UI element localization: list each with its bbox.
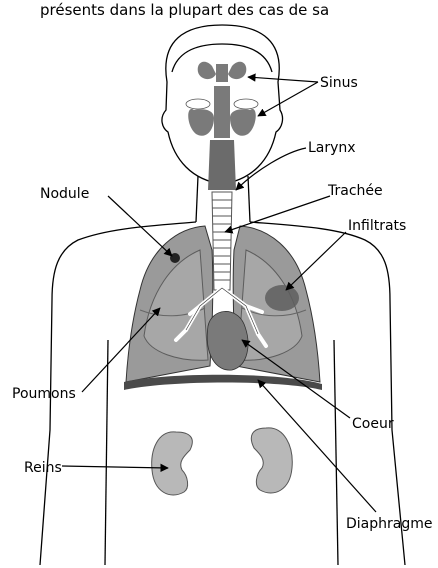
- caption-text: présents dans la plupart des cas de sa: [40, 1, 329, 19]
- label-larynx: Larynx: [308, 140, 356, 156]
- label-sinus: Sinus: [320, 75, 358, 91]
- label-nodule: Nodule: [40, 186, 89, 202]
- trachea-organ: [212, 192, 232, 290]
- label-trachee: Trachée: [327, 183, 383, 199]
- label-reins: Reins: [24, 460, 62, 476]
- kidneys: [152, 428, 293, 495]
- nodule-marker: [170, 253, 180, 263]
- label-poumons: Poumons: [12, 386, 76, 402]
- larynx-organ: [208, 140, 236, 190]
- heart-organ: [207, 311, 248, 370]
- right-kidney: [251, 428, 292, 493]
- label-coeur: Coeur: [352, 416, 394, 432]
- sinus-organ: [188, 62, 256, 138]
- label-diaphragme: Diaphragme: [346, 516, 432, 532]
- left-kidney: [152, 432, 193, 495]
- label-infiltrats: Infiltrats: [348, 218, 406, 234]
- infiltrats-patch: [265, 285, 299, 311]
